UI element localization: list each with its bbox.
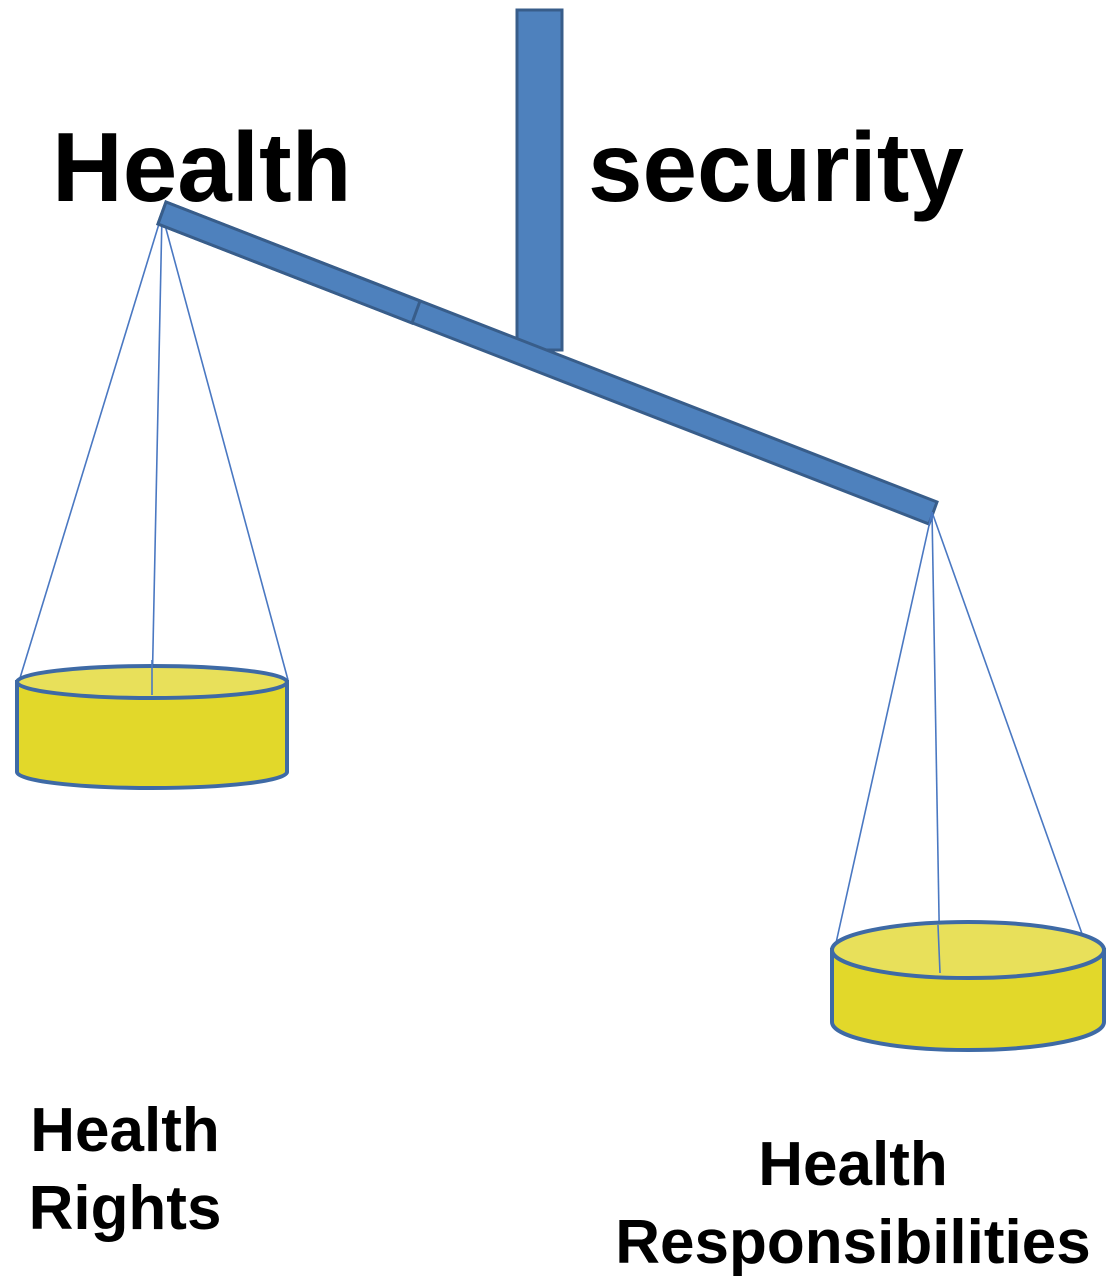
left-pan-label-line2: Rights [28,1174,222,1244]
left-pan [15,660,289,790]
right-pan [830,920,1106,1052]
left-pan-label: Health Rights [0,1092,250,1248]
title-health: Health [52,112,352,222]
left-pan-strings [19,213,289,696]
right-pan-strings [835,511,1087,974]
right-pan-label: Health Responsibilities [598,1126,1108,1282]
left-pan-label-line1: Health [30,1096,220,1165]
right-pan-label-line2: Responsibilities [615,1208,1091,1278]
scale-pillar [515,8,564,352]
right-pan-label-line1: Health [758,1130,948,1199]
title-security: security [588,112,964,222]
